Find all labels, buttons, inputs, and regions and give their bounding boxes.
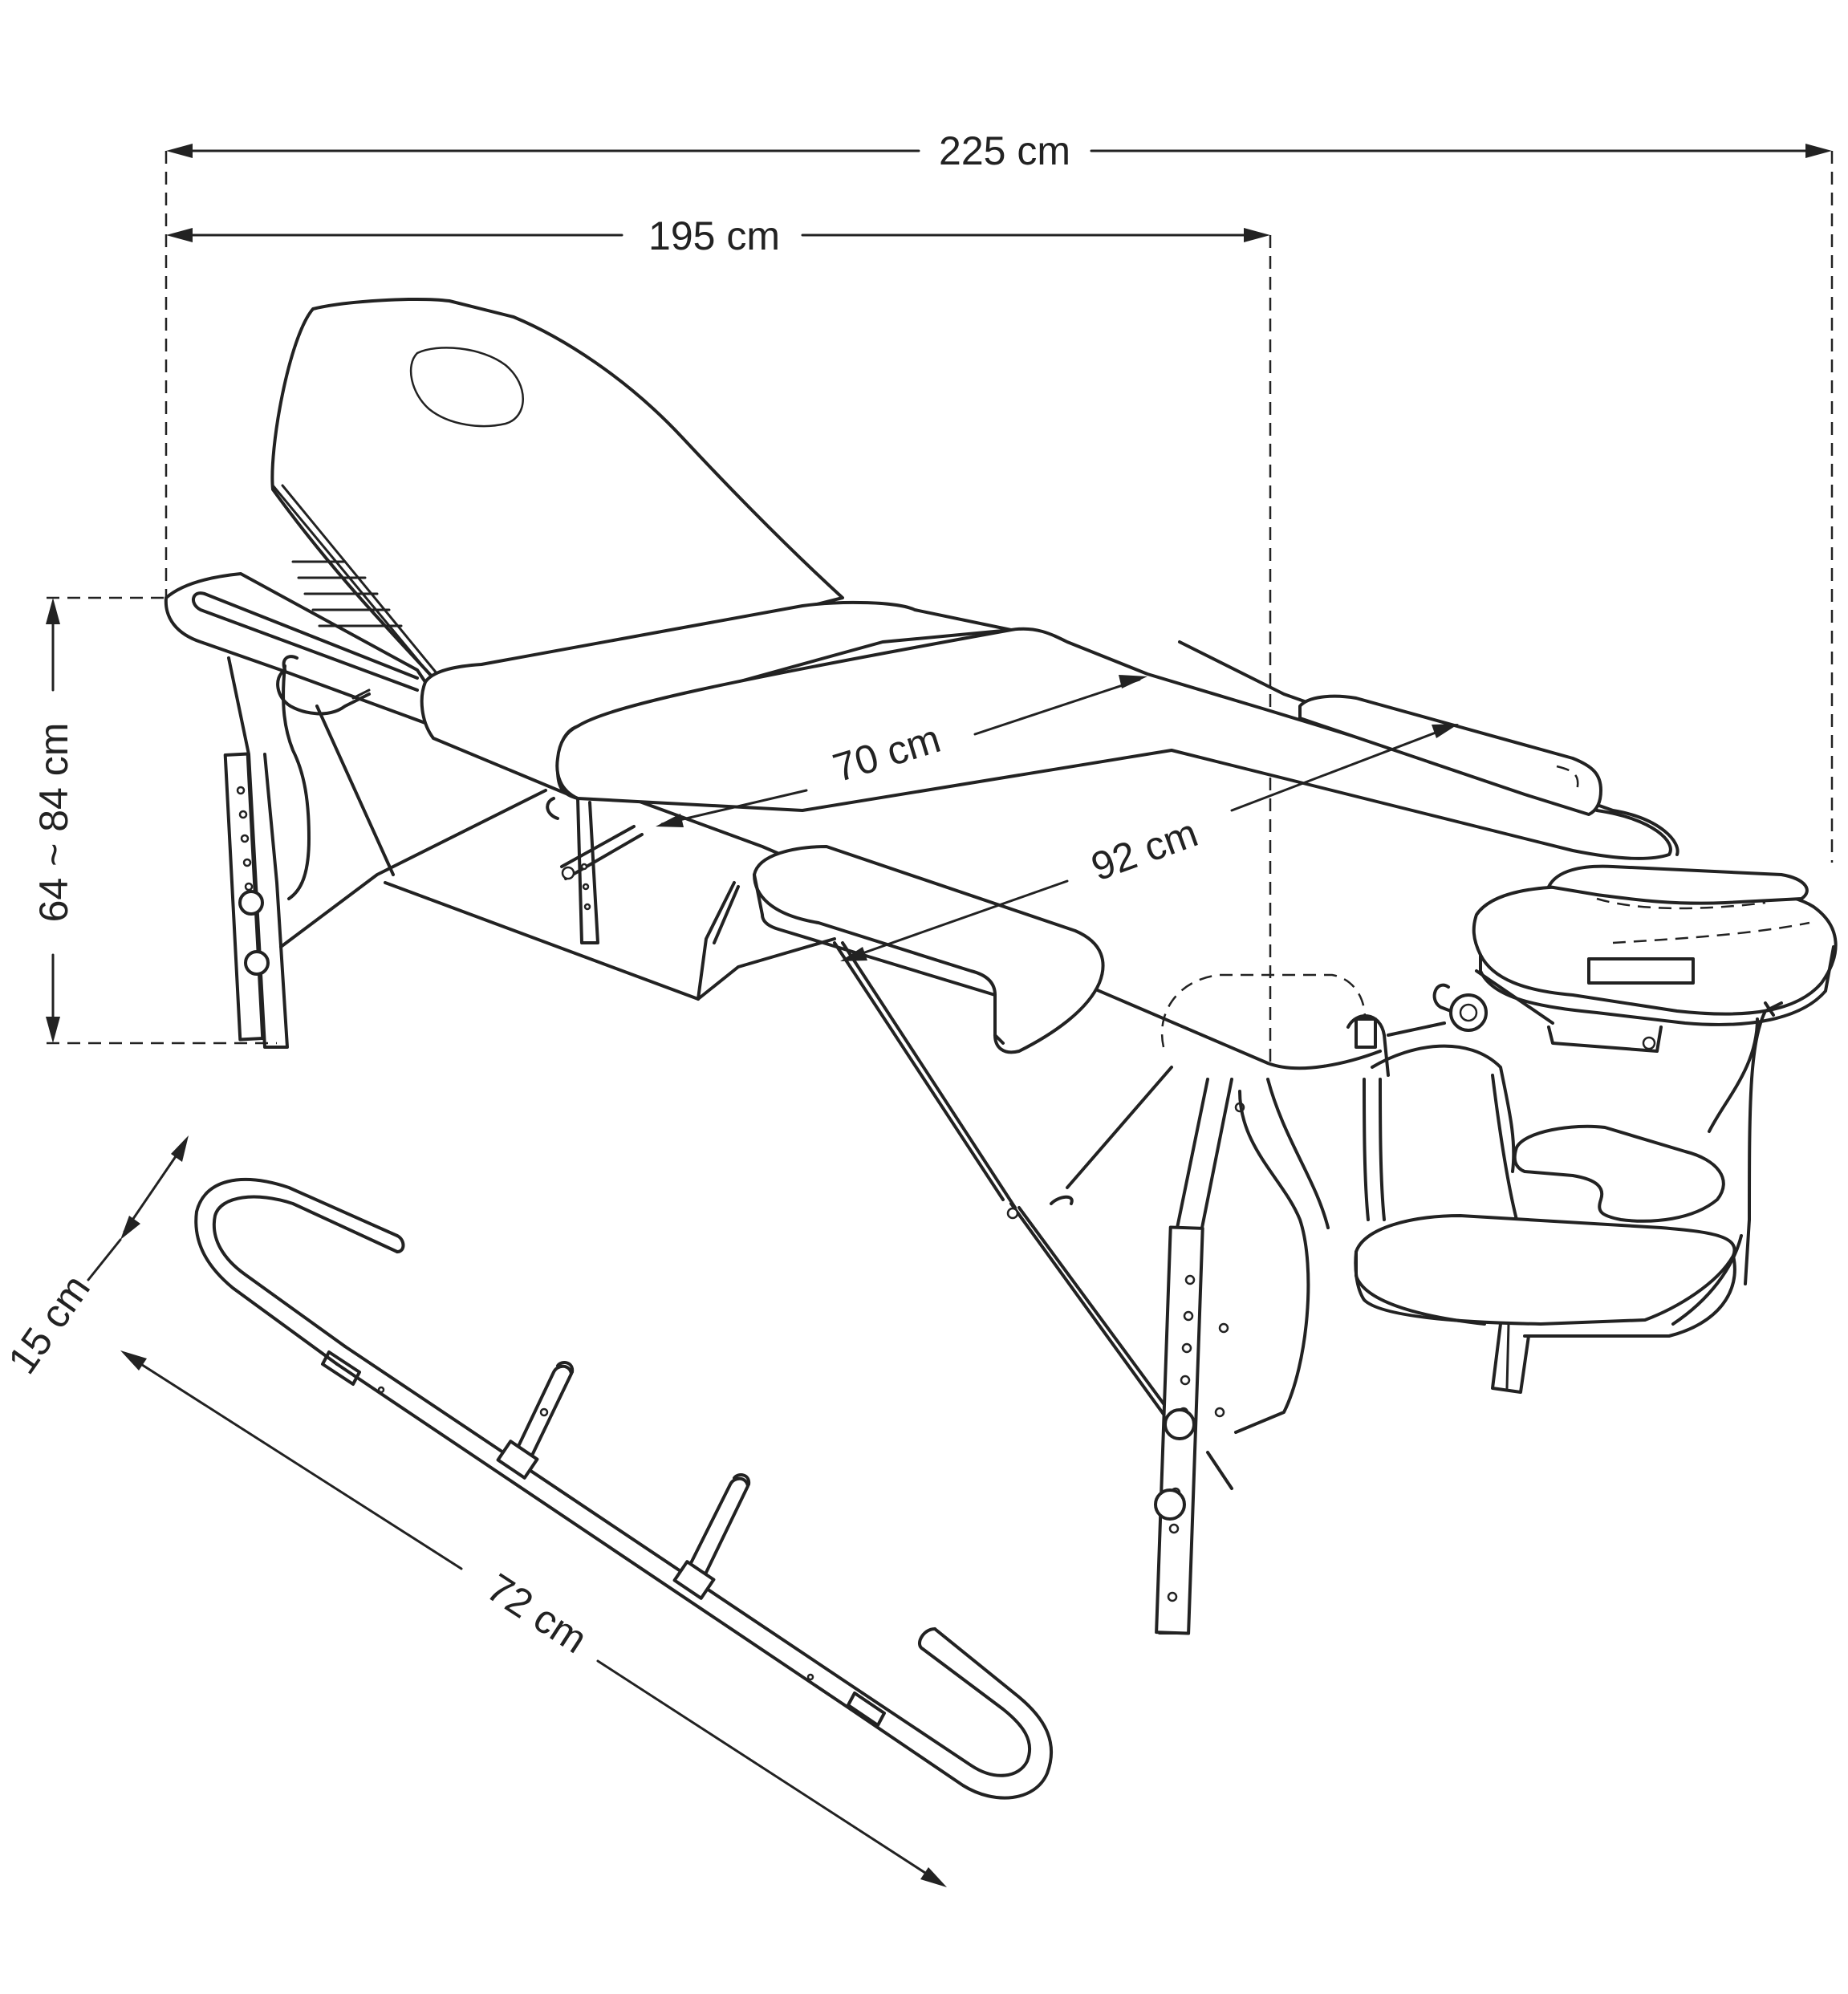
table-length-label: 195 cm [648, 213, 780, 258]
height-knob-1 [238, 890, 264, 916]
dimension-table-length: 195 cm [166, 213, 1272, 1067]
face-cradle [1472, 864, 1838, 1133]
backrest-section [270, 298, 844, 680]
lower-pad [555, 627, 1672, 860]
dimension-overall-length: 225 cm [164, 128, 1834, 863]
accessory-bar [194, 1178, 1053, 1800]
mattress-pads [420, 600, 1672, 860]
dimension-bar-length: 72 cm [120, 1350, 947, 1887]
height-range-label: 64 ~ 84 cm [31, 723, 76, 923]
table-frame [164, 572, 1679, 1070]
arm-sling [1354, 983, 1783, 1394]
overall-length-label: 225 cm [939, 128, 1070, 173]
bar-depth-label: 15 cm [0, 1266, 99, 1382]
height-knob-4 [1154, 1488, 1186, 1521]
face-hole [409, 347, 524, 428]
armrest-back [1298, 694, 1602, 816]
bar-length-label: 72 cm [479, 1565, 595, 1662]
armrest-width-label: 92 cm [1086, 810, 1204, 889]
height-knob-3 [1164, 1408, 1196, 1440]
height-knob-2 [244, 950, 270, 976]
dimension-bar-depth: 15 cm [0, 1135, 189, 1382]
middle-leg [546, 797, 836, 1001]
armrest-front [753, 845, 1105, 1054]
dimension-height-range: 64 ~ 84 cm [31, 596, 277, 1045]
front-leg [833, 941, 1446, 1635]
left-leg [223, 655, 700, 1049]
lower-face-pad [1513, 1124, 1725, 1223]
